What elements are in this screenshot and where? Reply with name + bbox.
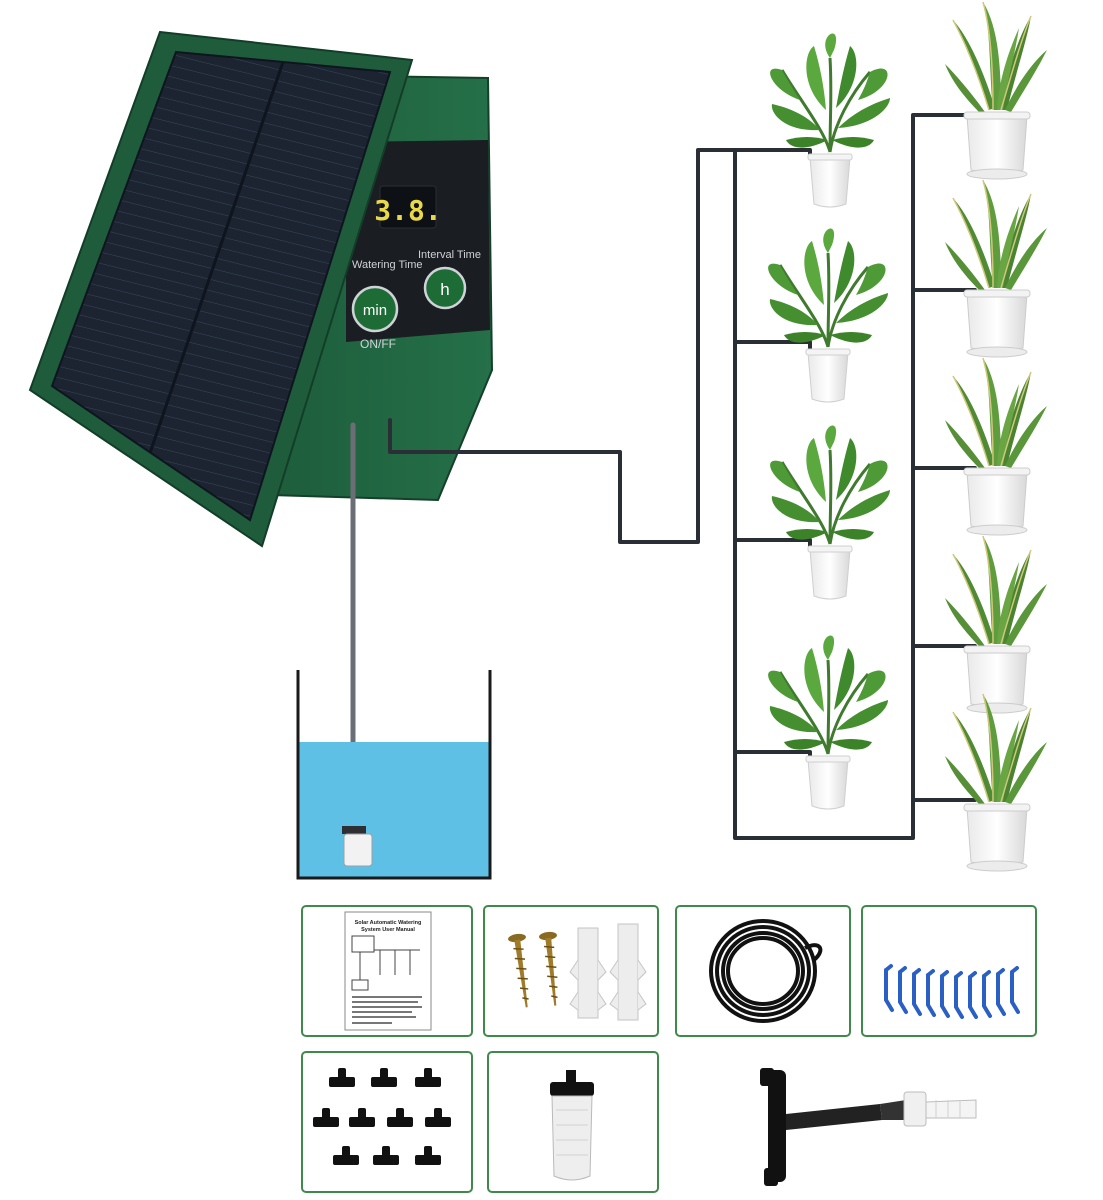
manual-title-line2: System User Manual xyxy=(361,927,415,933)
min-button-label: min xyxy=(363,302,387,319)
hour-button[interactable]: h xyxy=(423,266,467,310)
outlet-tube xyxy=(388,148,812,544)
branch-lily-2 xyxy=(733,340,812,354)
drip-line xyxy=(733,113,977,840)
solar-controller-unit: 3.8. Watering Time Interval Time min h O… xyxy=(28,30,494,548)
manual-title-line1: Solar Automatic Watering xyxy=(355,920,422,926)
water-tank xyxy=(296,670,492,880)
onoff-label: ON/FF xyxy=(360,337,396,351)
watering-time-label: Watering Time xyxy=(352,259,423,271)
plant-snake-4 xyxy=(944,535,1048,714)
accessory-box-stakes xyxy=(861,905,1037,1037)
user-manual: Solar Automatic Watering System User Man… xyxy=(344,911,432,1031)
accessory-box-tubing xyxy=(675,905,851,1037)
tubing-coil xyxy=(709,919,823,1023)
hour-button-label: h xyxy=(440,280,449,299)
accessories: Solar Automatic Watering System User Man… xyxy=(301,905,1037,1193)
solar-panel-cells xyxy=(50,50,392,522)
plant-lily-4 xyxy=(766,634,890,811)
branch-lily-4 xyxy=(733,750,812,760)
check-valve-assembly xyxy=(760,1068,977,1186)
solar-panel-divider xyxy=(148,61,285,454)
display-readout: 3.8. xyxy=(374,194,441,227)
plant-snake-1 xyxy=(944,1,1048,180)
tank-walls xyxy=(296,670,492,880)
min-button[interactable]: min xyxy=(351,285,399,333)
filter-cap xyxy=(342,826,366,834)
plant-snake-5 xyxy=(944,693,1048,872)
branch-lily-3 xyxy=(733,538,812,550)
water xyxy=(298,742,490,878)
plant-lily-2 xyxy=(766,227,890,404)
wall-anchors xyxy=(569,923,647,1021)
digital-display xyxy=(379,185,437,229)
plant-lily-3 xyxy=(768,424,892,601)
intake-filter xyxy=(343,833,373,867)
plant-snake-3 xyxy=(944,357,1048,536)
water-filter xyxy=(550,1070,594,1181)
screws xyxy=(508,931,558,1008)
plant-lily-1 xyxy=(768,32,892,209)
interval-time-label: Interval Time xyxy=(418,249,481,261)
plant-snake-2 xyxy=(944,179,1048,358)
